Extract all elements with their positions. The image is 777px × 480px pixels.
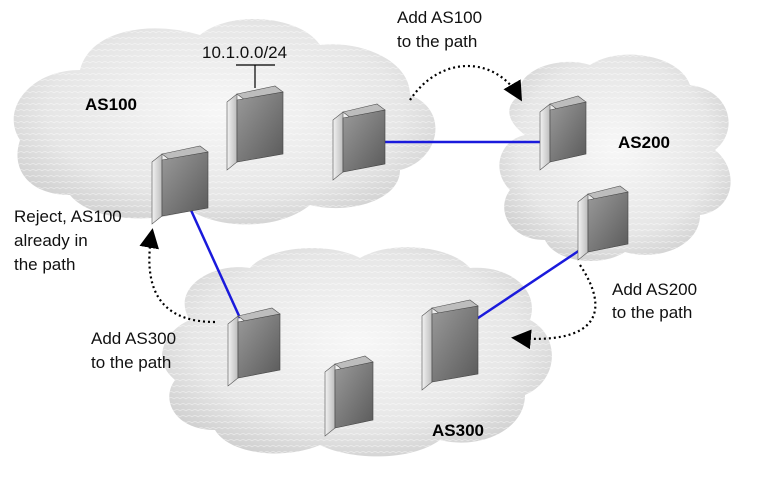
annotation-add-as100: Add AS100 to the path [397, 8, 487, 51]
router-icon [539, 95, 587, 171]
annotation-add-as200: Add AS200 to the path [612, 280, 702, 322]
prefix-marker [236, 64, 275, 88]
router-icon [227, 307, 281, 387]
router-icon [151, 145, 209, 225]
router-icon [324, 355, 374, 437]
link-as100-as300 [188, 207, 242, 319]
arrow-as100-to-as200 [409, 65, 522, 102]
as300-label: AS300 [432, 421, 484, 440]
link-as200-as300 [474, 248, 581, 322]
as100-cloud [13, 18, 436, 225]
links [188, 140, 581, 322]
arrows [139, 65, 597, 350]
as200-label: AS200 [618, 133, 670, 152]
arrow-as200-to-as300 [511, 264, 597, 350]
prefix-label: 10.1.0.0/24 [202, 43, 287, 62]
annotation-reject: Reject, AS100 already in the path [14, 207, 126, 274]
annotation-add-as300: Add AS300 to the path [91, 329, 181, 372]
as300-cloud [162, 247, 552, 457]
router-icon [577, 185, 629, 261]
as100-label: AS100 [85, 95, 137, 114]
router-icon [421, 299, 479, 391]
router-icon [332, 103, 386, 181]
router-icon [226, 85, 284, 171]
